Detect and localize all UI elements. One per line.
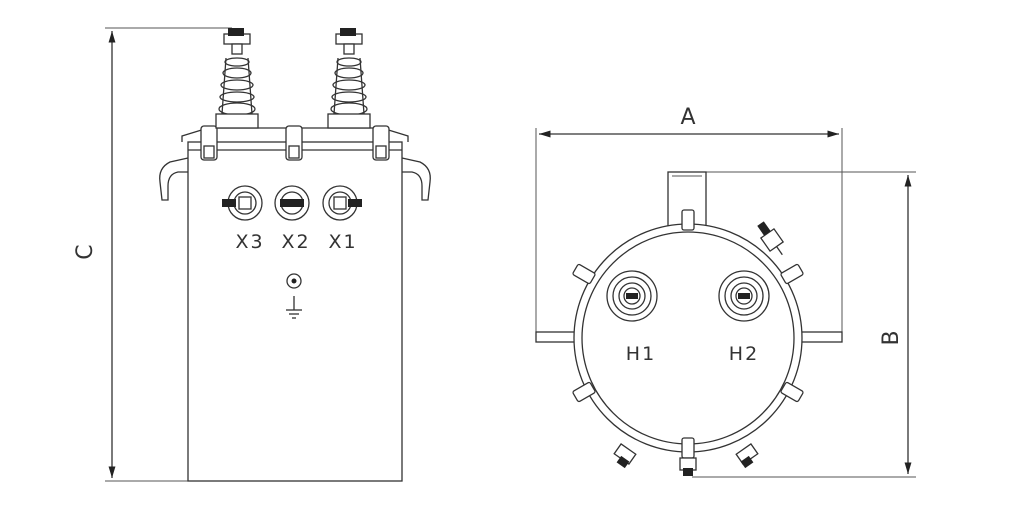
hv-bushing-right — [327, 28, 371, 129]
lifting-lug-left — [159, 157, 189, 201]
lv-terminal-x1 — [322, 185, 362, 221]
dimension-b: B — [692, 171, 916, 478]
dimension-a-label: A — [680, 105, 695, 130]
lifting-lug-right — [401, 157, 431, 201]
hv-bushing-left — [215, 28, 259, 129]
ground-icon — [286, 273, 302, 319]
top-view: A B — [535, 105, 916, 478]
terminal-label-x2: X2 — [281, 231, 310, 253]
dimension-c: C — [73, 27, 232, 482]
cover-clamp-center — [285, 125, 303, 161]
cover-clamp-left — [200, 125, 218, 161]
bushing-h1 — [606, 270, 658, 322]
terminal-label-x1: X1 — [328, 231, 357, 253]
tank-outline — [573, 223, 803, 453]
dimension-c-label: C — [73, 244, 98, 259]
bottom-fitting-center — [679, 457, 697, 476]
bottom-fitting-left — [613, 443, 637, 469]
lv-terminal-x2 — [274, 185, 310, 221]
bushing-label-h1: H1 — [626, 343, 656, 365]
bushing-h2 — [718, 270, 770, 322]
lv-terminal-x3 — [222, 185, 263, 221]
terminal-label-x3: X3 — [235, 231, 264, 253]
front-view: C — [73, 27, 431, 482]
bushing-label-h2: H2 — [729, 343, 759, 365]
relief-valve — [757, 221, 785, 256]
bottom-fitting-right — [735, 443, 759, 469]
cover-clamp-right — [372, 125, 390, 161]
dimension-b-label: B — [879, 330, 904, 345]
dimension-a: A — [535, 105, 843, 338]
